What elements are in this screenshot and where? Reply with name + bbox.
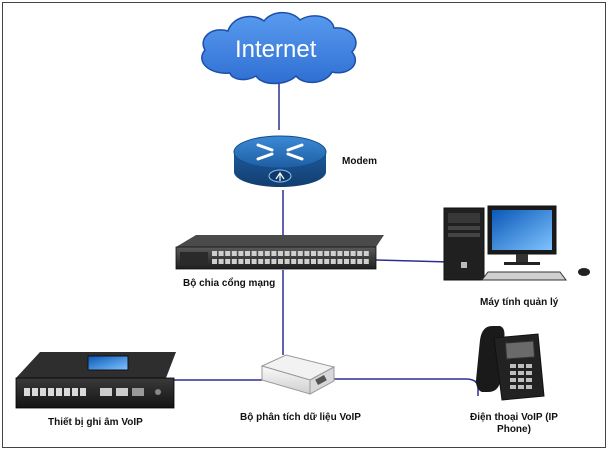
switch-port xyxy=(311,251,316,256)
switch-port xyxy=(337,251,343,256)
switch-port xyxy=(245,251,250,256)
switch-port xyxy=(238,251,244,256)
link-analyzer-phone xyxy=(330,378,479,396)
switch-port xyxy=(264,251,270,256)
phone-key xyxy=(526,371,532,375)
link-switch-computer xyxy=(374,259,451,263)
recorder-port xyxy=(64,388,70,396)
switch-port xyxy=(350,251,356,256)
phone-key xyxy=(518,378,524,382)
voip-recorder-icon xyxy=(15,352,176,409)
ip-phone-icon xyxy=(476,326,545,401)
switch-port xyxy=(363,251,369,256)
recorder-label: Thiết bị ghi âm VoIP xyxy=(48,417,143,428)
phone-key xyxy=(518,385,524,389)
switch-port xyxy=(212,259,217,264)
switch-port xyxy=(357,259,363,264)
switch-label: Bộ chia cổng mạng xyxy=(183,278,276,289)
switch-port xyxy=(330,251,336,256)
switch-port xyxy=(251,251,257,256)
phone-key xyxy=(510,378,516,382)
phone-key xyxy=(510,364,516,368)
switch-ports xyxy=(212,251,369,264)
switch-port xyxy=(245,259,250,264)
switch-port xyxy=(284,259,290,264)
switch-port xyxy=(317,259,323,264)
switch-port xyxy=(297,259,303,264)
switch-port xyxy=(284,251,290,256)
recorder-port xyxy=(56,388,62,396)
recorder-port xyxy=(72,388,78,396)
switch-port xyxy=(344,259,349,264)
switch-port xyxy=(238,259,244,264)
phone-label-line1: Điện thoại VoIP (IP xyxy=(470,412,558,423)
recorder-port xyxy=(48,388,54,396)
switch-port xyxy=(311,259,316,264)
recorder-port xyxy=(32,388,38,396)
phone-key xyxy=(518,371,524,375)
switch-port xyxy=(304,259,310,264)
switch-port xyxy=(258,251,264,256)
switch-port xyxy=(324,251,330,256)
modem-label: Modem xyxy=(342,156,377,167)
computer-label: Máy tính quản lý xyxy=(480,297,559,308)
switch-port xyxy=(350,259,356,264)
internet-label: Internet xyxy=(235,36,317,63)
phone-key xyxy=(510,385,516,389)
recorder-port xyxy=(24,388,30,396)
switch-port xyxy=(231,259,237,264)
switch-port xyxy=(271,251,277,256)
switch-port xyxy=(212,251,217,256)
switch-port xyxy=(363,259,369,264)
recorder-port xyxy=(80,388,86,396)
switch-port xyxy=(337,259,343,264)
switch-port xyxy=(304,251,310,256)
switch-port xyxy=(251,259,257,264)
switch-port xyxy=(297,251,303,256)
switch-port xyxy=(258,259,264,264)
phone-key xyxy=(510,371,516,375)
switch-port xyxy=(218,251,224,256)
switch-port xyxy=(231,251,237,256)
switch-port xyxy=(225,251,231,256)
switch-port xyxy=(278,259,283,264)
phone-label-line2: Phone) xyxy=(497,424,531,435)
recorder-port xyxy=(40,388,46,396)
switch-port xyxy=(317,251,323,256)
modem-icon xyxy=(233,135,327,187)
phone-key xyxy=(526,385,532,389)
switch-icon xyxy=(175,235,384,270)
switch-port xyxy=(225,259,231,264)
switch-port xyxy=(344,251,349,256)
computer-icon xyxy=(443,205,590,281)
switch-port xyxy=(271,259,277,264)
switch-port xyxy=(264,259,270,264)
phone-keypad xyxy=(510,364,532,389)
switch-port xyxy=(291,251,297,256)
phone-label: Điện thoại VoIP (IP Phone) xyxy=(458,412,570,436)
switch-port xyxy=(357,251,363,256)
recorder-ports xyxy=(24,388,86,396)
internet-cloud-icon xyxy=(201,11,357,85)
switch-port xyxy=(278,251,283,256)
phone-key xyxy=(526,378,532,382)
phone-key xyxy=(526,364,532,368)
voip-analyzer-icon xyxy=(260,354,336,395)
analyzer-label: Bộ phân tích dữ liệu VoIP xyxy=(240,412,361,423)
phone-key xyxy=(518,364,524,368)
switch-port xyxy=(324,259,330,264)
switch-port xyxy=(291,259,297,264)
switch-port xyxy=(330,259,336,264)
switch-port xyxy=(218,259,224,264)
